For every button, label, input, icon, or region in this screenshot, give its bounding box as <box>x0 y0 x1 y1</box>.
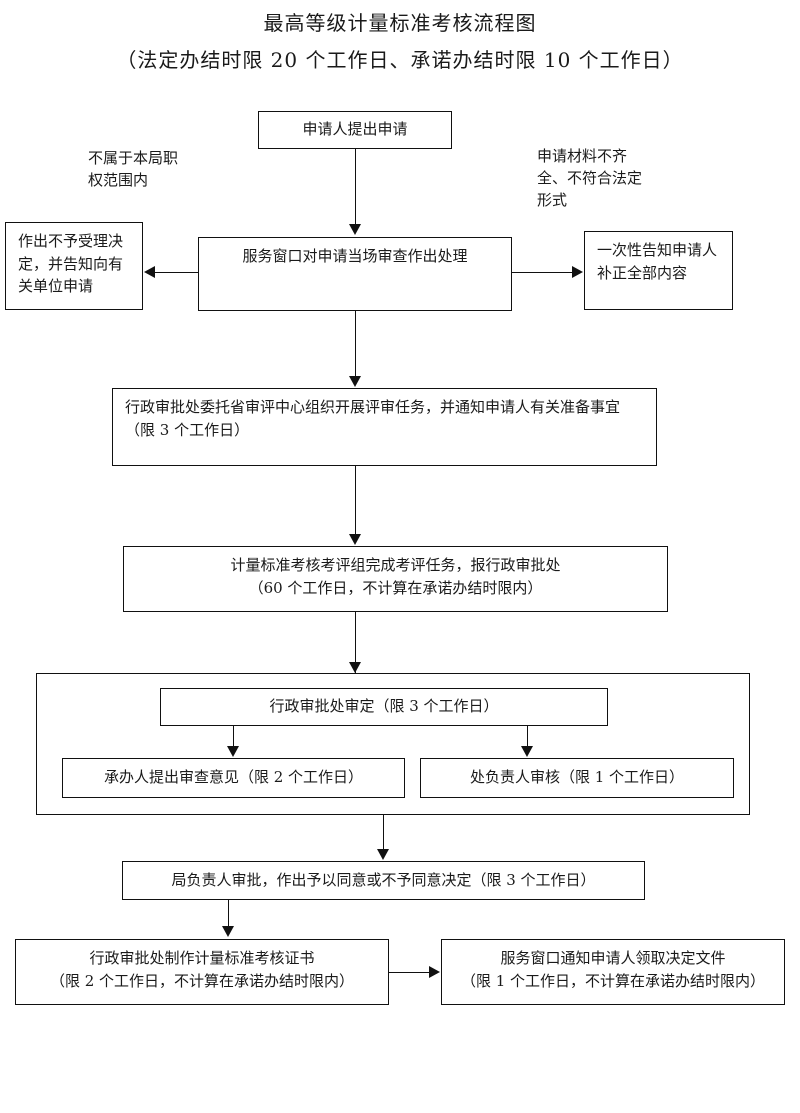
node-notify-collect-document-label: 服务窗口通知申请人领取决定文件 （限 1 个工作日，不计算在承诺办结时限内） <box>460 949 766 991</box>
arrow-down-group-to-bureau-head <box>377 849 389 860</box>
node-service-window-review-label: 服务窗口对申请当场审查作出处理 <box>242 247 468 265</box>
node-approval-office-decision[interactable]: 行政审批处审定（限 3 个工作日） <box>160 688 608 726</box>
node-bureau-head-approval[interactable]: 局负责人审批，作出予以同意或不予同意决定（限 3 个工作日） <box>122 861 645 900</box>
arrow-down-decision-to-handler <box>227 746 239 757</box>
label-incomplete-materials: 申请材料不齐 全、不符合法定 形式 <box>537 147 643 209</box>
connector-decision-to-head <box>527 726 528 747</box>
connector-entrust-to-assessment <box>355 466 356 536</box>
node-one-time-notice-label: 一次性告知申请人补正全部内容 <box>597 241 718 283</box>
arrow-left-window-to-reject <box>144 266 155 278</box>
arrow-right-certificate-to-notify <box>429 966 440 978</box>
node-make-certificate[interactable]: 行政审批处制作计量标准考核证书 （限 2 个工作日，不计算在承诺办结时限内） <box>15 939 389 1005</box>
label-out-of-scope: 不属于本局职 权范围内 <box>88 149 179 189</box>
node-one-time-notice[interactable]: 一次性告知申请人补正全部内容 <box>584 231 733 310</box>
arrow-down-assessment-to-group <box>349 662 361 673</box>
node-handler-opinion[interactable]: 承办人提出审查意见（限 2 个工作日） <box>62 758 405 798</box>
connector-window-to-entrust <box>355 311 356 377</box>
node-notify-collect-document[interactable]: 服务窗口通知申请人领取决定文件 （限 1 个工作日，不计算在承诺办结时限内） <box>441 939 785 1005</box>
node-make-certificate-label: 行政审批处制作计量标准考核证书 （限 2 个工作日，不计算在承诺办结时限内） <box>49 949 355 991</box>
node-service-window-review[interactable]: 服务窗口对申请当场审查作出处理 <box>198 237 512 311</box>
connector-assessment-to-group <box>355 612 356 674</box>
arrow-down-entrust-to-assessment <box>349 534 361 545</box>
node-handler-opinion-label: 承办人提出审查意见（限 2 个工作日） <box>103 768 364 787</box>
node-entrust-review-center[interactable]: 行政审批处委托省审评中心组织开展评审任务，并通知申请人有关准备事宜（限 3 个工… <box>112 388 657 466</box>
node-approval-office-decision-label: 行政审批处审定（限 3 个工作日） <box>269 697 499 716</box>
connector-decision-to-handler <box>233 726 234 747</box>
chart-title-line-1: 最高等级计量标准考核流程图 <box>263 11 537 35</box>
arrow-down-window-to-entrust <box>349 376 361 387</box>
node-reject-acceptance-label: 作出不予受理决定，并告知向有关单位申请 <box>18 232 124 295</box>
arrow-right-window-to-notice <box>572 266 583 278</box>
node-applicant-submit[interactable]: 申请人提出申请 <box>258 111 452 149</box>
connector-bureau-to-certificate <box>228 900 229 928</box>
connector-window-to-notice <box>512 272 573 273</box>
node-applicant-submit-label: 申请人提出申请 <box>302 120 408 139</box>
node-entrust-review-center-label: 行政审批处委托省审评中心组织开展评审任务，并通知申请人有关准备事宜（限 3 个工… <box>125 398 621 440</box>
arrow-down-decision-to-head <box>521 746 533 757</box>
connector-submit-to-window <box>355 149 356 226</box>
node-bureau-head-approval-label: 局负责人审批，作出予以同意或不予同意决定（限 3 个工作日） <box>171 870 596 889</box>
node-assessment-group-done[interactable]: 计量标准考核考评组完成考评任务，报行政审批处 （60 个工作日，不计算在承诺办结… <box>123 546 668 612</box>
connector-certificate-to-notify <box>389 972 430 973</box>
node-department-head-review[interactable]: 处负责人审核（限 1 个工作日） <box>420 758 734 798</box>
arrow-down-bureau-to-certificate <box>222 926 234 937</box>
connector-group-to-bureau-head <box>383 815 384 851</box>
chart-title-line-2: （法定办结时限 20 个工作日、承诺办结时限 10 个工作日） <box>116 48 684 72</box>
node-department-head-review-label: 处负责人审核（限 1 个工作日） <box>469 768 685 787</box>
node-reject-acceptance[interactable]: 作出不予受理决定，并告知向有关单位申请 <box>5 222 143 310</box>
arrow-down-submit-to-window <box>349 224 361 235</box>
connector-window-to-reject <box>155 272 198 273</box>
node-assessment-group-done-label: 计量标准考核考评组完成考评任务，报行政审批处 （60 个工作日，不计算在承诺办结… <box>230 556 561 598</box>
